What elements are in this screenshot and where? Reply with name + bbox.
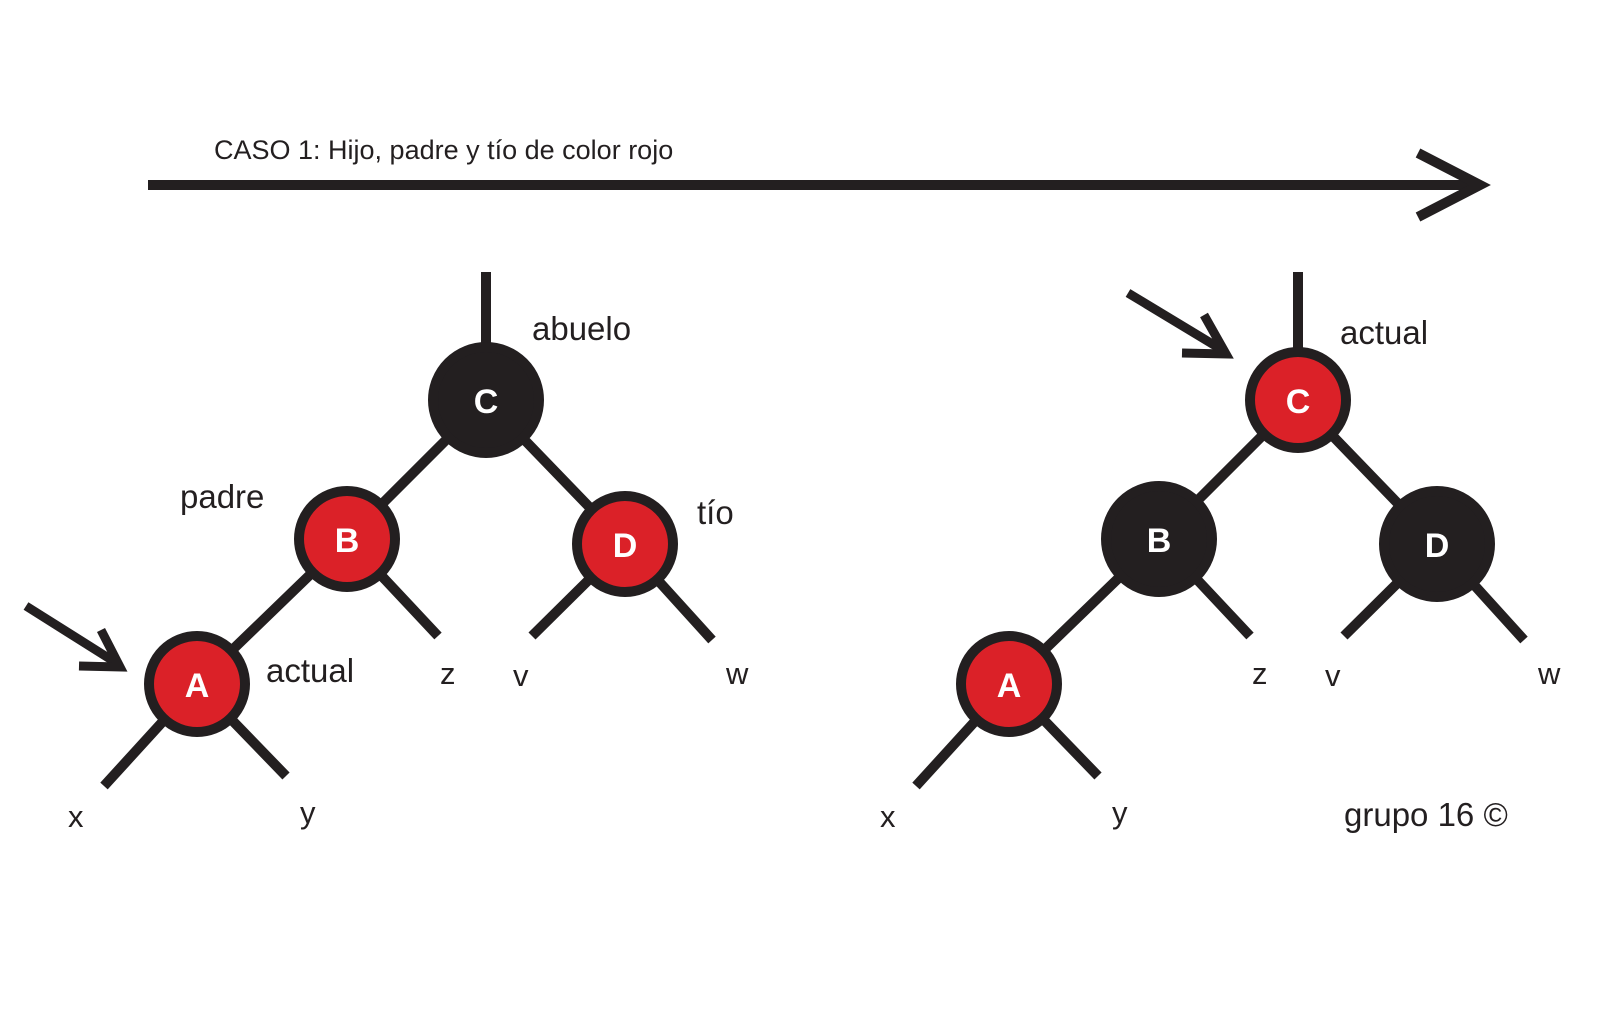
node-letter: B [335, 522, 360, 560]
label-actual-after: actual [1340, 314, 1428, 351]
node-d-before: D [572, 491, 678, 597]
node-letter: A [997, 667, 1022, 705]
label-actual-before: actual [266, 652, 354, 689]
node-letter: C [1286, 383, 1311, 421]
node-b-before: B [294, 486, 400, 592]
subtree-y-after: y [1112, 795, 1128, 830]
credit-text: grupo 16 © [1344, 796, 1508, 833]
current-pointer-arrow-icon [1125, 289, 1234, 359]
tree-before: C B D A abuelo padre tío actual x y z v … [23, 272, 749, 834]
tree-after: C B D A actual x y z v w [880, 272, 1561, 834]
node-b-after: B [1101, 481, 1217, 597]
current-pointer-arrow-icon [23, 602, 128, 672]
node-letter: D [613, 527, 638, 565]
label-tio: tío [697, 494, 734, 531]
node-letter: B [1147, 522, 1172, 560]
subtree-x-after: x [880, 799, 896, 834]
node-a-after: A [956, 631, 1062, 737]
node-letter: D [1425, 527, 1450, 565]
subtree-z-before: z [440, 656, 456, 691]
subtree-x-before: x [68, 799, 84, 834]
subtree-w-before: w [725, 656, 749, 691]
node-a-before: A [144, 631, 250, 737]
node-c-after: C [1245, 347, 1351, 453]
label-abuelo: abuelo [532, 310, 631, 347]
node-letter: C [474, 383, 499, 421]
subtree-y-before: y [300, 795, 316, 830]
case-caption: CASO 1: Hijo, padre y tío de color rojo [214, 135, 673, 165]
subtree-z-after: z [1252, 656, 1268, 691]
node-letter: A [185, 667, 210, 705]
node-d-after: D [1379, 486, 1495, 602]
subtree-v-after: v [1325, 658, 1341, 693]
subtree-v-before: v [513, 658, 529, 693]
label-padre: padre [180, 478, 264, 515]
transition-arrow-icon [148, 148, 1491, 222]
node-c-before: C [428, 342, 544, 458]
subtree-w-after: w [1537, 656, 1561, 691]
